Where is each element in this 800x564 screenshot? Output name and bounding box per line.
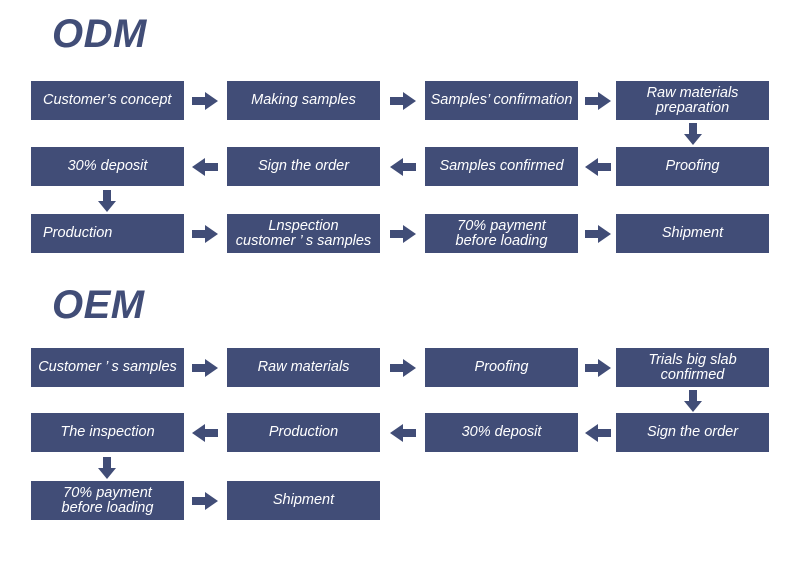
oem-step-8: The inspection	[31, 413, 184, 452]
arrow-icon	[684, 390, 702, 412]
odm-step-4: Raw materials preparation	[616, 81, 769, 120]
odm-step-8: 30% deposit	[31, 147, 184, 186]
arrow-icon	[585, 359, 611, 377]
arrow-icon	[585, 92, 611, 110]
arrow-icon	[390, 359, 416, 377]
oem-step-7: Production	[227, 413, 380, 452]
oem-step-3: Proofing	[425, 348, 578, 387]
oem-step-4: Trials big slab confirmed	[616, 348, 769, 387]
oem-step-2: Raw materials	[227, 348, 380, 387]
odm-step-1: Customer’s concept	[31, 81, 184, 120]
arrow-icon	[192, 359, 218, 377]
arrow-icon	[390, 424, 416, 442]
oem-step-10: Shipment	[227, 481, 380, 520]
oem-step-6: 30% deposit	[425, 413, 578, 452]
arrow-icon	[684, 123, 702, 145]
odm-step-3: Samples’ confirmation	[425, 81, 578, 120]
arrow-icon	[192, 92, 218, 110]
odm-step-7: Sign the order	[227, 147, 380, 186]
odm-step-12: Shipment	[616, 214, 769, 253]
arrow-icon	[98, 457, 116, 479]
odm-step-5: Proofing	[616, 147, 769, 186]
oem-step-5: Sign the order	[616, 413, 769, 452]
arrow-icon	[192, 225, 218, 243]
oem-step-9: 70% payment before loading	[31, 481, 184, 520]
odm-step-9: Production	[31, 214, 184, 253]
arrow-icon	[192, 492, 218, 510]
arrow-icon	[585, 158, 611, 176]
oem-step-1: Customer ’ s samples	[31, 348, 184, 387]
arrow-icon	[192, 424, 218, 442]
oem-title: OEM	[52, 283, 145, 327]
odm-step-2: Making samples	[227, 81, 380, 120]
arrow-icon	[390, 92, 416, 110]
arrow-icon	[390, 225, 416, 243]
odm-step-10: Lnspection customer ’ s samples	[227, 214, 380, 253]
odm-title: ODM	[52, 12, 147, 56]
odm-step-6: Samples confirmed	[425, 147, 578, 186]
arrow-icon	[585, 424, 611, 442]
arrow-icon	[98, 190, 116, 212]
arrow-icon	[585, 225, 611, 243]
arrow-icon	[192, 158, 218, 176]
odm-step-11: 70% payment before loading	[425, 214, 578, 253]
arrow-icon	[390, 158, 416, 176]
